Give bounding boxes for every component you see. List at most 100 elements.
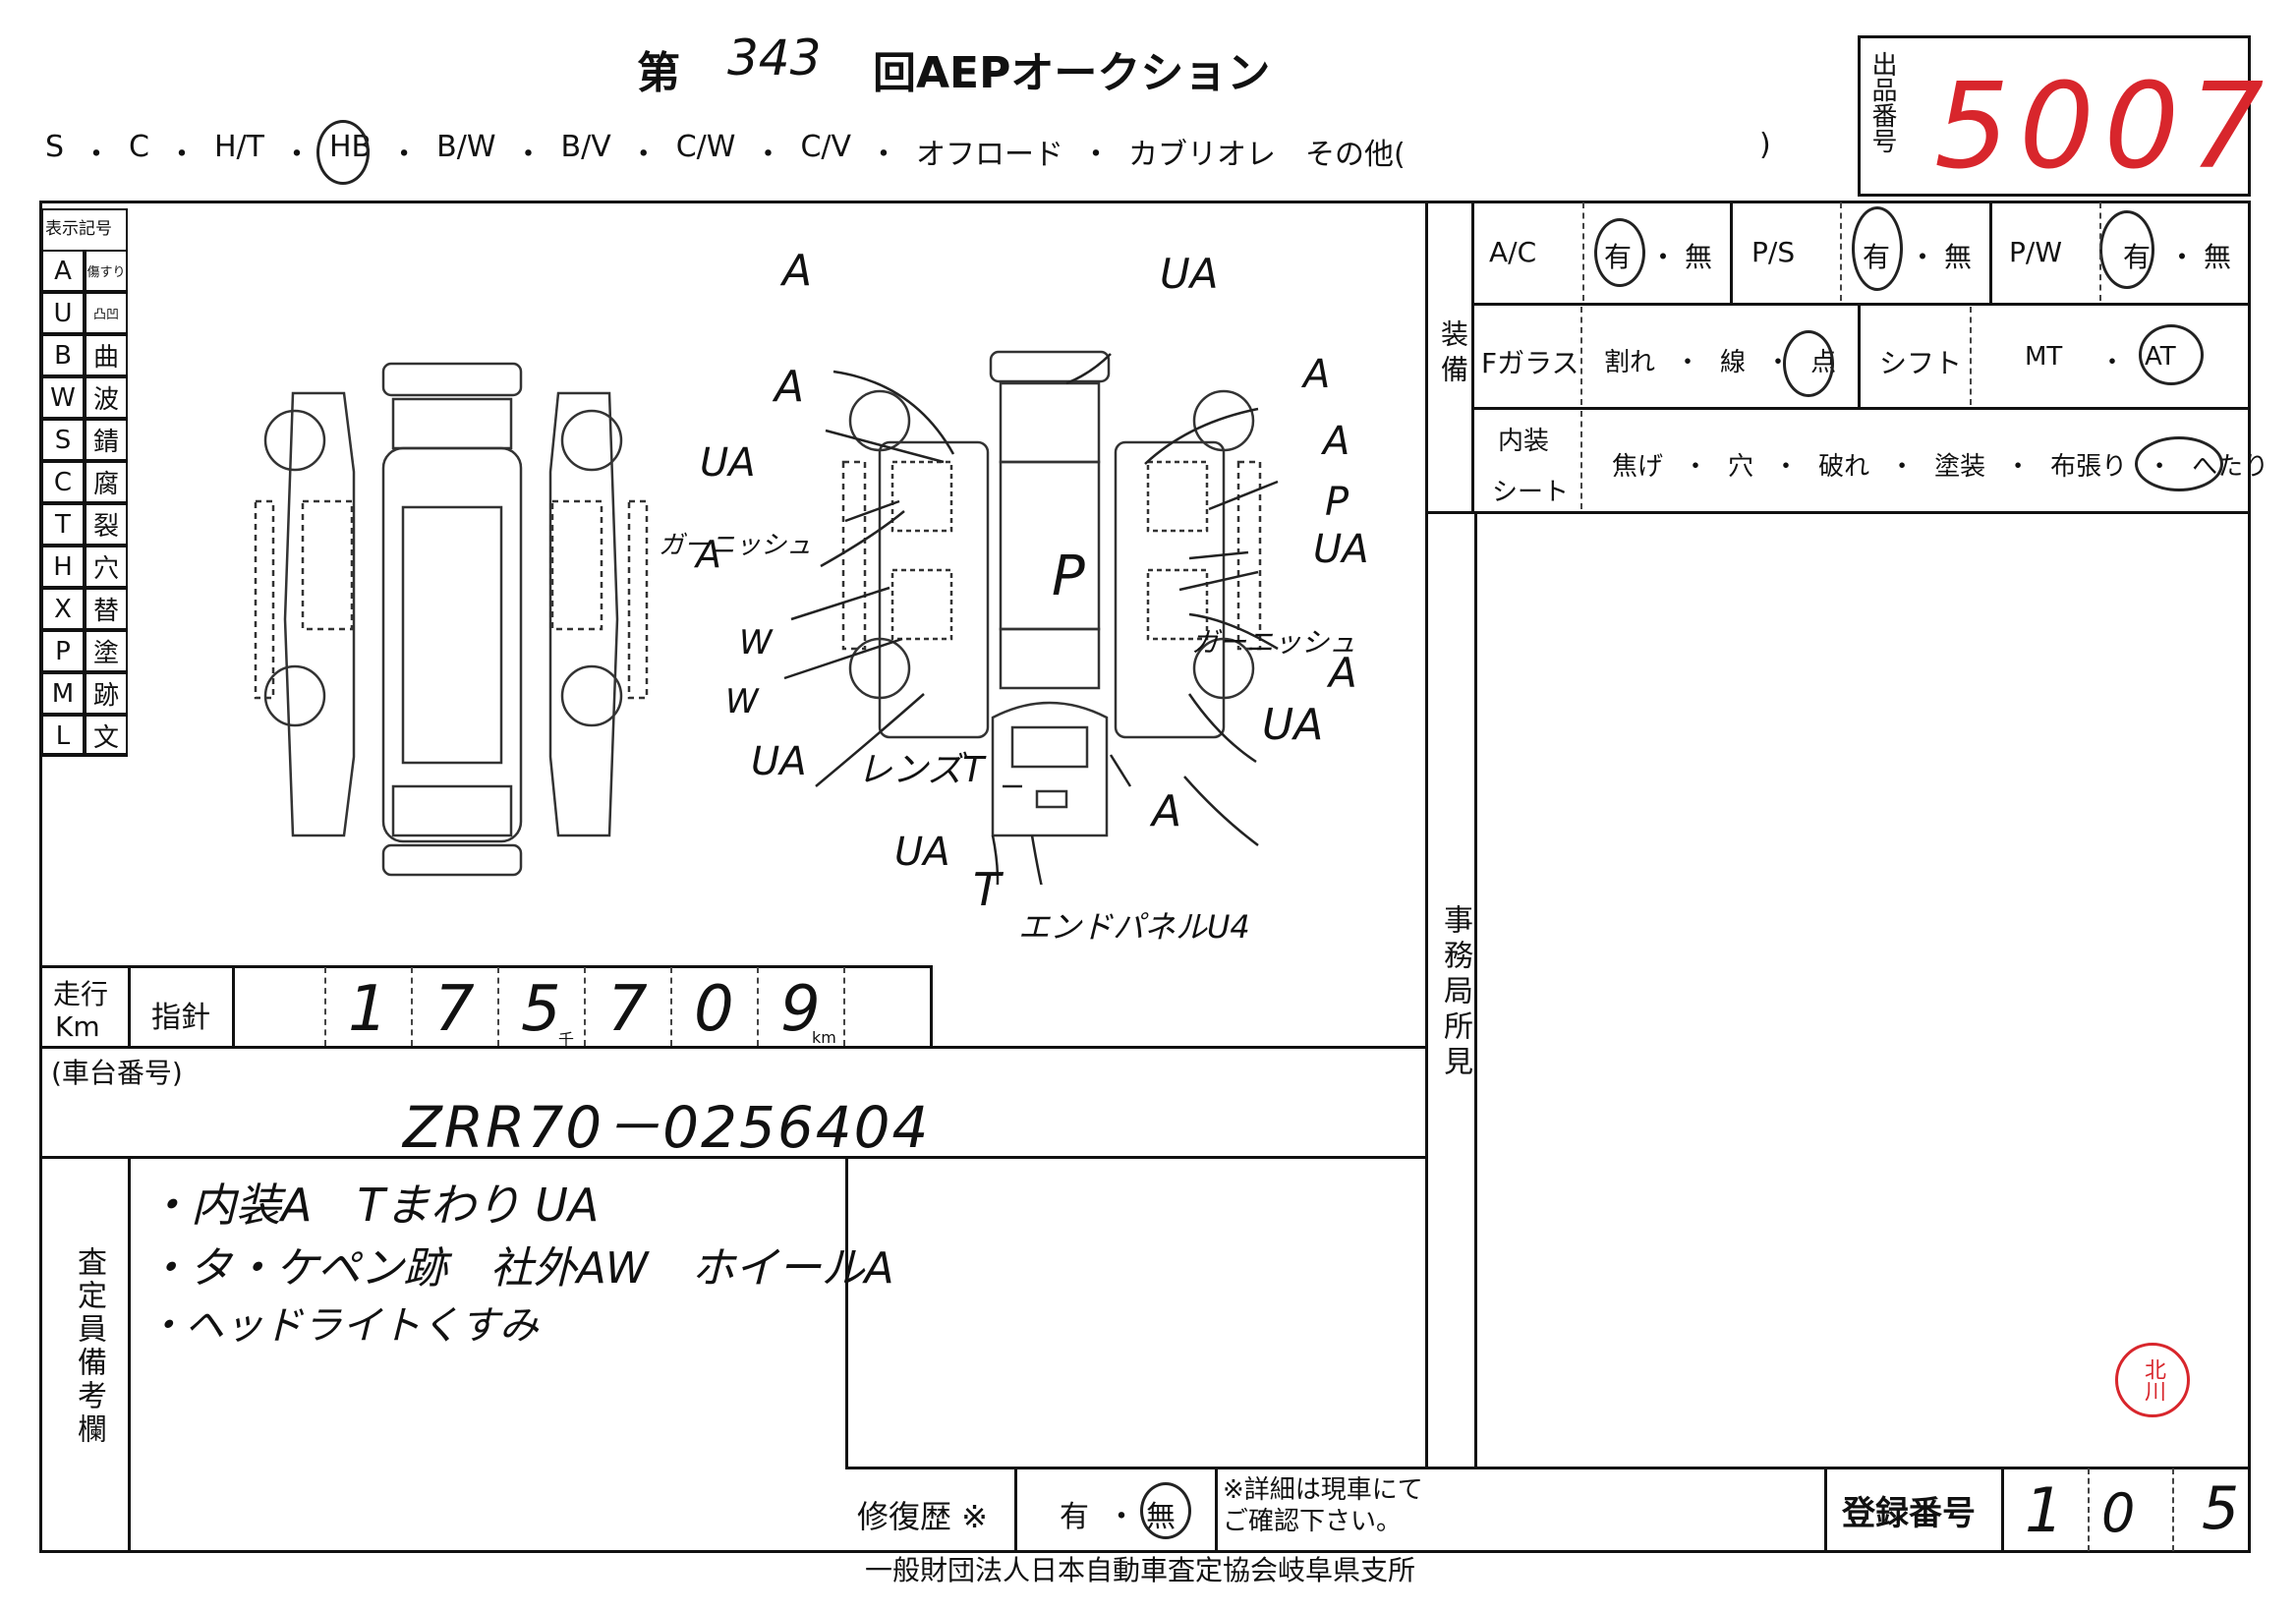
legend-code: B [41,334,85,376]
diagram-mark: A [782,246,813,296]
diagram-mark: A [1303,352,1331,397]
diagram-mark: P [1325,480,1349,525]
legend-meaning: 裂 [85,503,128,546]
separator-dot: ・ [167,138,197,172]
diagram-mark: ガーニッシュ [659,531,813,560]
diagram-mark: UA [700,440,756,486]
registration-digit-1: 1 [2025,1474,2064,1546]
mileage-cell-divider [324,967,326,1046]
remark-line-2: ・タ・ケペン跡 社外AW ホイールA [145,1243,894,1294]
shift-dot: ・ [2099,348,2126,377]
fglass-label: Fガラス [1481,347,1579,379]
mileage-cell-divider [497,967,499,1046]
legend-code: T [41,503,85,546]
inspector-stamp: 北川 [2115,1343,2190,1417]
pw-yes-circle [2099,210,2154,289]
stamp-text: 北川 [2141,1358,2165,1402]
diagram-mark: W [725,682,759,721]
repair-yes: 有 [1060,1500,1089,1534]
interior-label-2: シート [1492,478,1570,507]
lot-number-label: 出品番号 [1867,51,1897,153]
ps-label: P/S [1751,236,1796,268]
ac-yes-circle [1594,218,1645,287]
mileage-km-mark: km [812,1028,836,1047]
mileage-cell-divider [843,967,845,1046]
repair-dot: ・ [1107,1500,1136,1534]
diagram-mark: UA [1313,527,1369,572]
body-type-s: S [45,130,65,164]
fglass-crack: 割れ [1604,348,1656,377]
equipment-section-label: 装備 [1437,319,1469,390]
separator-dot: ・ [282,138,312,172]
shift-label: シフト [1879,347,1963,379]
ac-no: 無 [1685,241,1713,273]
mileage-digit: 1 [348,973,388,1046]
shift-at-circle [2139,324,2204,385]
mileage-digit: 7 [607,973,648,1046]
separator-dot: ・ [1081,138,1112,172]
shift-mt: MT [2025,342,2063,372]
diagram-mark: UA [1262,700,1324,750]
interior-paint: 塗装 [1934,452,1986,482]
body-type-bw: B/W [436,130,496,164]
separator-dot: ・ [513,138,544,172]
registration-digit-3: 5 [2202,1474,2240,1543]
legend-title: 表示記号 [45,219,112,239]
legend-code: P [41,630,85,672]
body-type-c: C [129,130,149,164]
remark-line-1: ・内装A Tまわり UA [145,1179,600,1232]
legend-code: H [41,546,85,588]
separator-dot: ・ [869,138,899,172]
diagram-mark: UA [894,830,950,875]
legend-code: S [41,419,85,461]
registration-label: 登録番号 [1842,1494,1976,1533]
title-suffix: 回AEPオークション [873,48,1271,98]
mileage-label-2: Km [55,1010,100,1043]
body-type-cabriolet: カブリオレ [1128,138,1277,172]
inspector-remarks-label: 査定員備考欄 [72,1246,106,1447]
pw-label: P/W [2009,236,2063,268]
fglass-line: 線 [1720,348,1747,377]
diagram-mark: エンドパネルU4 [1018,908,1250,946]
legend-code: C [41,461,85,503]
legend-meaning: 傷すり [85,250,128,292]
repair-note: ※詳細は現車にてご確認下さい。 [1223,1475,1423,1536]
body-type-ht: H/T [214,130,264,164]
legend-meaning: 波 [85,376,128,419]
diagram-mark: レンズT [857,750,985,790]
lot-number-box [1858,35,2251,197]
hb-selected-circle [316,120,370,185]
car-top-view-left [254,362,649,877]
separator-dot: ・ [389,138,420,172]
legend-code: L [41,715,85,757]
body-type-other-close: ) [1759,128,1771,162]
legend-meaning: 腐 [85,461,128,503]
interior-hole: 穴 [1728,452,1754,482]
legend-meaning: 錆 [85,419,128,461]
diagram-mark: ガーニッシュ [1191,626,1357,659]
footer-org: 一般財団法人日本自動車査定協会岐阜県支所 [865,1554,1416,1586]
interior-fabric: 布張り [2050,452,2128,482]
body-type-offroad: オフロード [916,138,1064,172]
diagram-mark: W [739,623,773,662]
body-type-other: その他( [1305,138,1406,172]
chassis-number: ZRR70－0256404 [403,1094,931,1161]
ps-no: 無 [1944,241,1973,273]
body-type-cv: C/V [800,130,852,164]
diagram-mark: A [696,533,721,576]
main-form-frame [39,201,2251,1553]
lot-number: 5007 [1934,59,2274,196]
fglass-chip-circle [1783,330,1834,397]
mileage-digit: 0 [694,973,734,1046]
interior-tear: 破れ [1818,452,1870,482]
mileage-cell-divider [757,967,759,1046]
diagram-mark: T [973,863,1002,916]
separator-dot: ・ [1889,452,1916,482]
mileage-thousand-mark: 千 [558,1030,575,1049]
body-type-bv: B/V [560,130,611,164]
ac-dot: ・ [1649,241,1678,273]
diagram-mark: A [1323,419,1350,464]
pw-dot: ・ [2168,241,2197,273]
separator-dot: ・ [1773,452,1800,482]
mileage-cell-divider [670,967,672,1046]
